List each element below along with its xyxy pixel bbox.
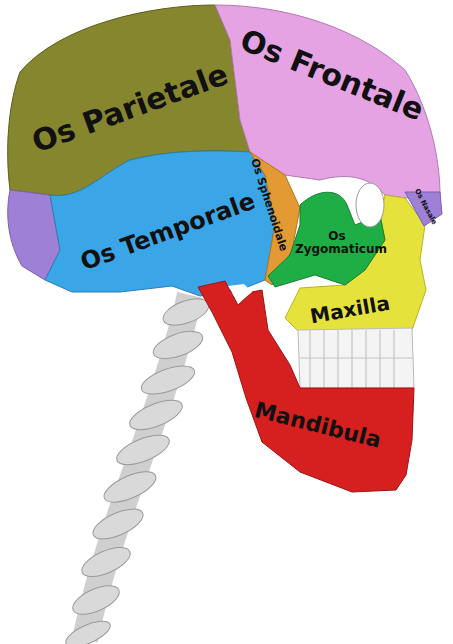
mandible-bone <box>198 281 414 492</box>
teeth <box>298 328 414 388</box>
spine <box>62 293 212 644</box>
mandibular-notch <box>228 284 252 297</box>
orbit <box>356 183 384 227</box>
temporal-bone <box>45 151 275 296</box>
bone-label: Os Zygomaticum <box>295 230 379 255</box>
